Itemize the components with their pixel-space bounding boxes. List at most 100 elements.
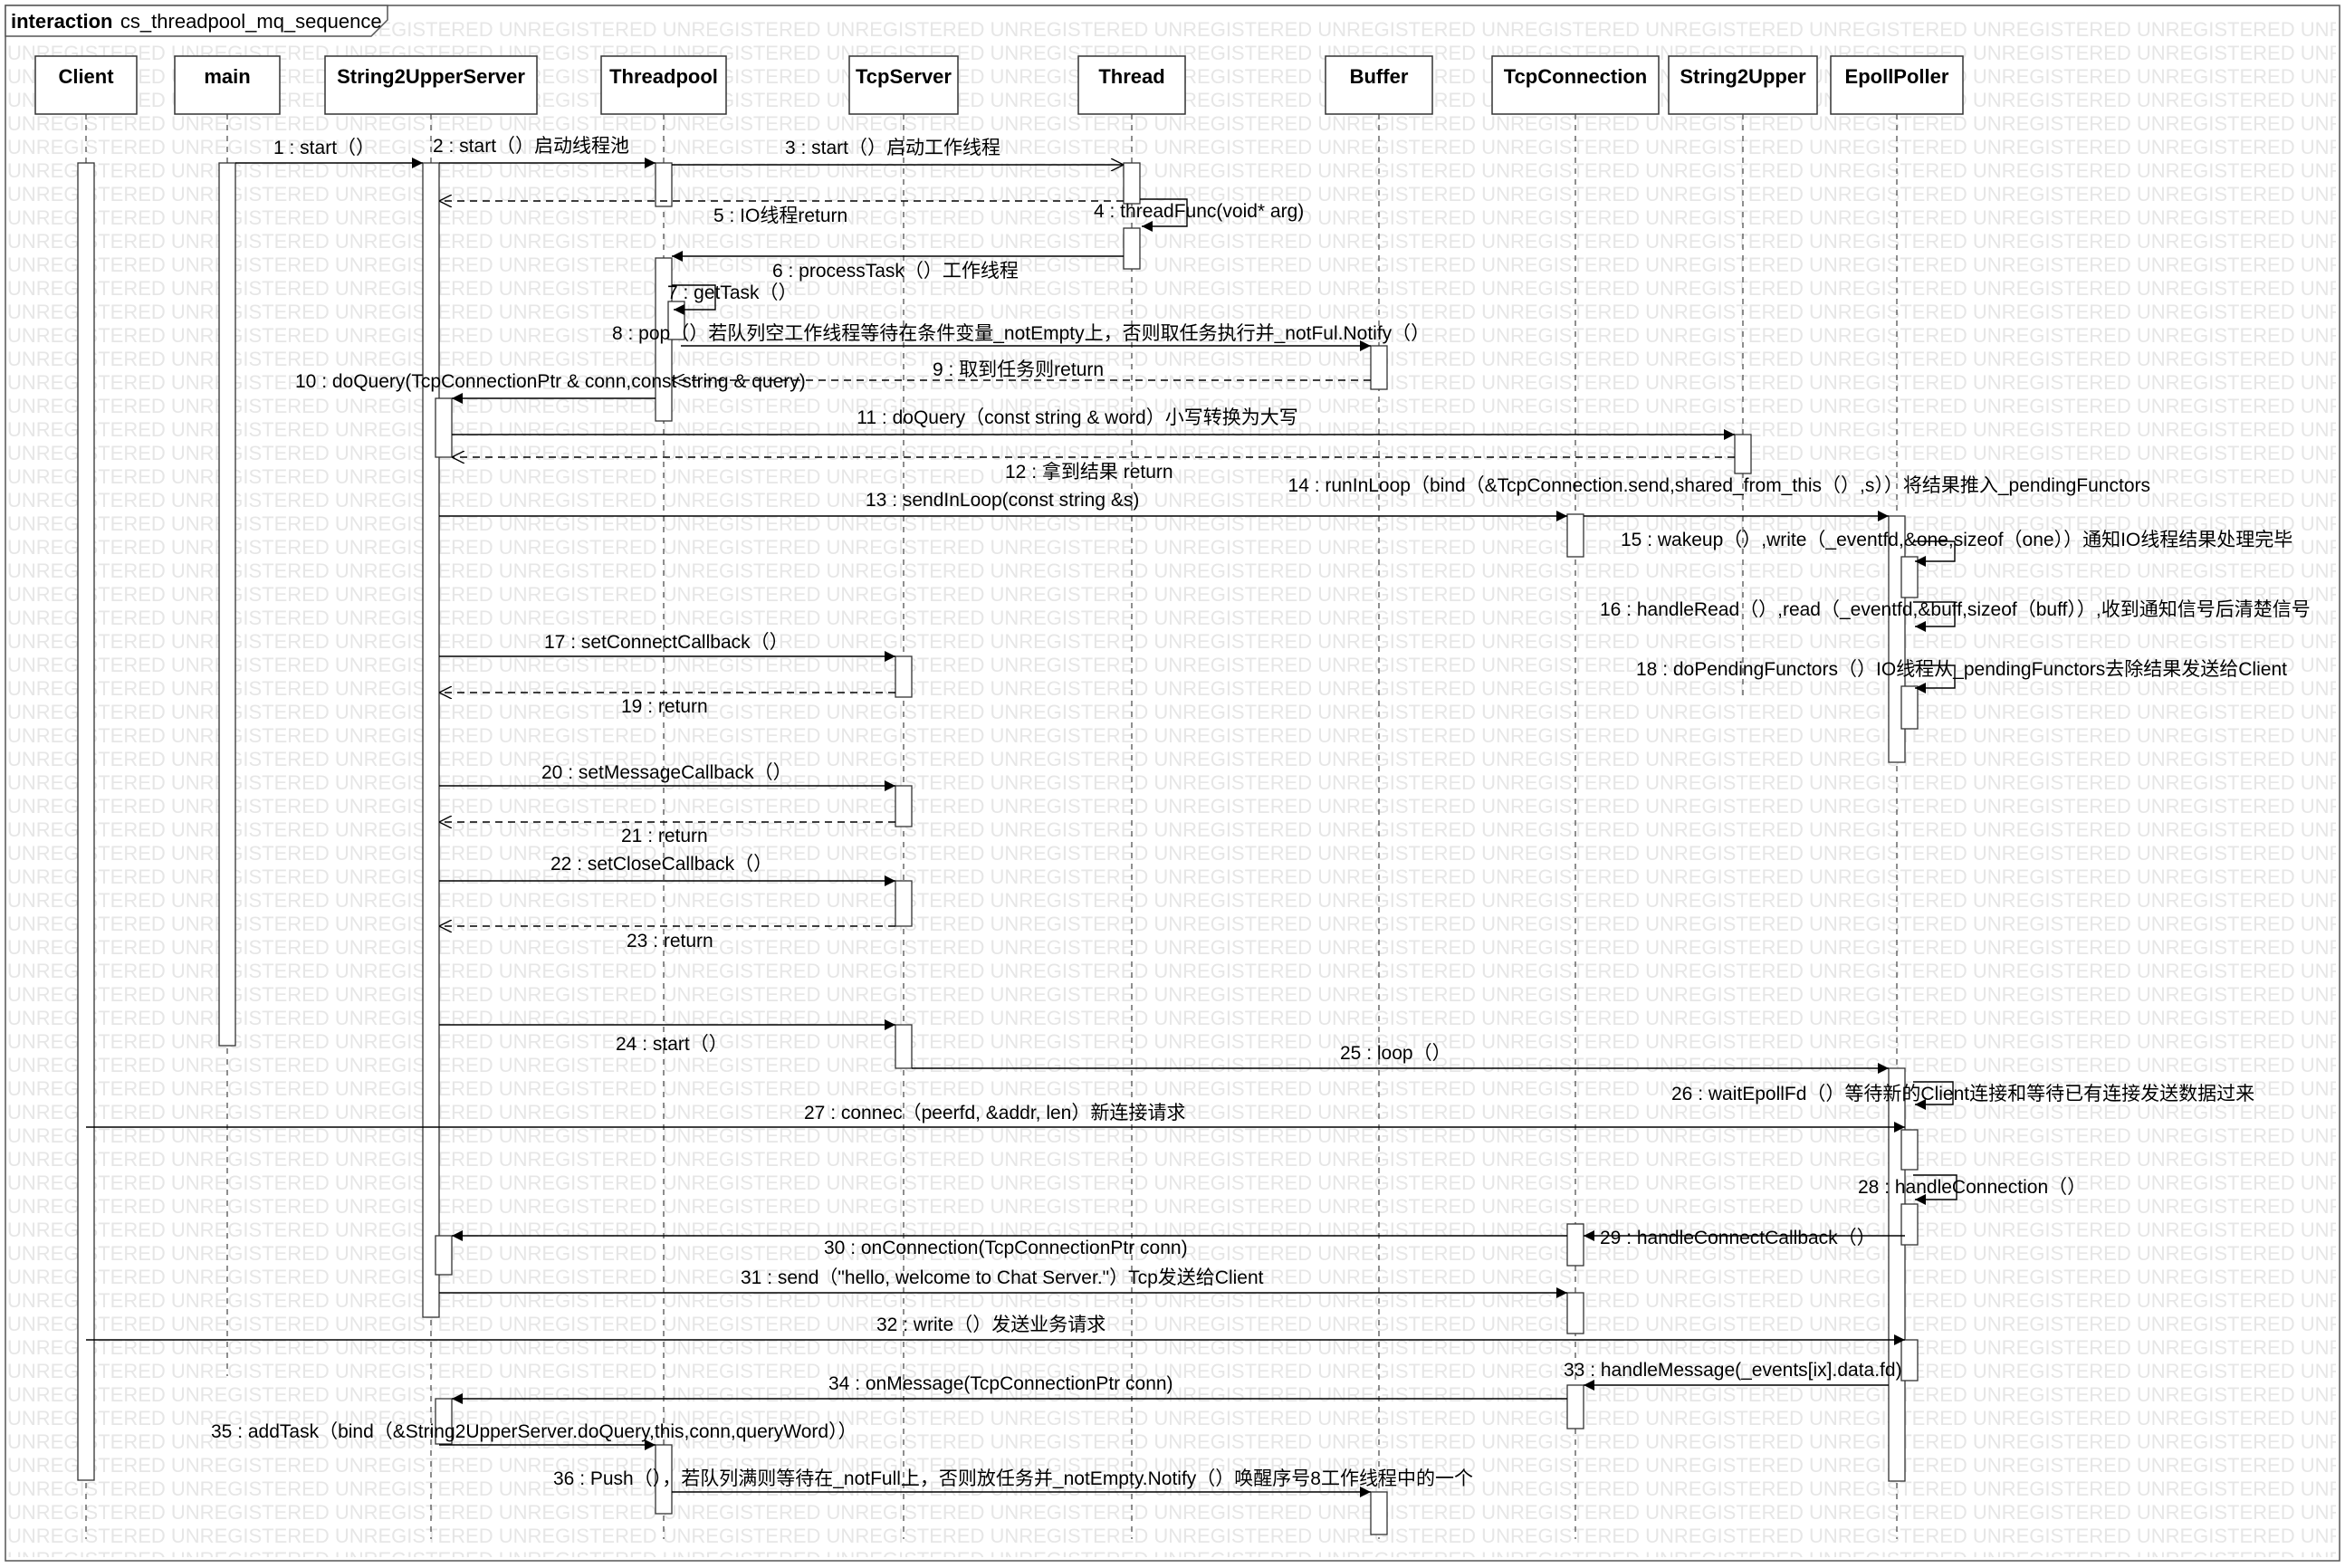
message-18[interactable]: 18 : doPendingFunctors（）IO线程从_pendingFun… [1636, 659, 2287, 693]
self-message-arrow[interactable] [1913, 664, 1956, 693]
activation-bar [655, 1444, 673, 1515]
lifeline-head[interactable] [848, 55, 959, 115]
lifeline-label: TcpServer [856, 65, 952, 88]
lifeline-epollpoller[interactable]: EpollPoller [1830, 55, 1964, 1539]
activation-bar [1900, 1203, 1919, 1246]
message-label: 29 : handleConnectCallback（） [1600, 1228, 1876, 1248]
lifeline-threadpool[interactable]: Threadpool [600, 55, 727, 1539]
message-1[interactable]: 1 : start（） [235, 138, 423, 168]
self-message-arrow[interactable] [1140, 198, 1188, 232]
message-label: 13 : sendInLoop(const string &s) [866, 490, 1139, 511]
message-14[interactable]: 14 : runInLoop（bind（&TcpConnection.send,… [1288, 475, 2150, 521]
message-label: 27 : connec（peerfd, &addr, len）新连接请求 [804, 1103, 1185, 1123]
lifeline-tcpserver[interactable]: TcpServer [848, 55, 959, 1539]
message-8[interactable]: 8 : pop（）若队列空工作线程等待在条件变量_notEmpty上，否则取任务… [612, 323, 1430, 351]
self-message-arrow[interactable] [1913, 1081, 1954, 1110]
message-label: 35 : addTask（bind（&String2UpperServer.do… [211, 1421, 857, 1442]
activation-bar [1566, 513, 1584, 558]
self-message-arrow[interactable] [672, 284, 716, 315]
activation-bar [1123, 227, 1141, 270]
activation-bar [77, 162, 95, 1481]
message-22[interactable]: 22 : setCloseCallback（） [439, 854, 895, 886]
lifeline-label: String2Upper [1680, 65, 1806, 88]
message-19[interactable]: 19 : return [439, 693, 895, 717]
lifeline-head[interactable] [324, 55, 538, 115]
lifeline-head[interactable] [1830, 55, 1964, 115]
message-label: 32 : write（）发送业务请求 [876, 1315, 1106, 1335]
message-label: 23 : return [627, 931, 713, 951]
message-10[interactable]: 10 : doQuery(TcpConnectionPtr & conn,con… [295, 371, 806, 404]
frame-title: interaction cs_threadpool_mq_sequence [11, 10, 382, 33]
message-5[interactable]: 5 : IO线程return [439, 201, 1124, 226]
activations-layer [77, 162, 1919, 1535]
lifeline-label: Threadpool [609, 65, 718, 88]
message-label: 25 : loop（） [1340, 1043, 1451, 1064]
message-25[interactable]: 25 : loop（） [912, 1043, 1889, 1074]
activation-bar [1566, 1223, 1584, 1267]
activation-bar [435, 1398, 453, 1445]
message-3[interactable]: 3 : start（）启动工作线程 [672, 138, 1124, 165]
lifeline-string2upperserver[interactable]: String2UpperServer [324, 55, 538, 1539]
lifeline-head[interactable] [600, 55, 727, 115]
message-7[interactable]: 7 : getTask（） [667, 282, 798, 315]
message-label: 12 : 拿到结果 return [1005, 461, 1173, 483]
lifeline-label: Client [58, 65, 114, 88]
activation-bar [1370, 1491, 1388, 1535]
message-6[interactable]: 6 : processTask（）工作线程 [672, 251, 1124, 282]
message-21[interactable]: 21 : return [439, 822, 895, 846]
message-12[interactable]: 12 : 拿到结果 return [452, 457, 1735, 483]
lifeline-head[interactable] [1077, 55, 1186, 115]
message-label: 10 : doQuery(TcpConnectionPtr & conn,con… [295, 371, 806, 392]
message-label: 1 : start（） [273, 138, 375, 158]
activation-bar [1566, 1384, 1584, 1429]
message-16[interactable]: 16 : handleRead（）,read（_eventfd,&buff,si… [1600, 599, 2311, 632]
message-11[interactable]: 11 : doQuery（const string & word）小写转换为大写 [452, 407, 1735, 440]
message-17[interactable]: 17 : setConnectCallback（） [439, 632, 895, 662]
message-4[interactable]: 4 : threadFunc(void* arg) [1094, 198, 1304, 232]
message-28[interactable]: 28 : handleConnection（） [1858, 1174, 2086, 1205]
message-label: 20 : setMessageCallback（） [541, 762, 792, 783]
message-26[interactable]: 26 : waitEpollFd（）等待新的Client连接和等待已有连接发送数… [1671, 1081, 2254, 1110]
self-message-arrow[interactable] [1913, 601, 1956, 632]
message-20[interactable]: 20 : setMessageCallback（） [439, 762, 895, 791]
lifeline-label: main [204, 65, 250, 88]
lifeline-head[interactable] [174, 55, 281, 115]
message-35[interactable]: 35 : addTask（bind（&String2UpperServer.do… [211, 1421, 857, 1450]
message-2[interactable]: 2 : start（）启动线程池 [433, 136, 656, 168]
message-34[interactable]: 34 : onMessage(TcpConnectionPtr conn) [452, 1373, 1567, 1404]
message-label: 2 : start（）启动线程池 [433, 136, 629, 157]
message-23[interactable]: 23 : return [439, 926, 895, 951]
message-label: 17 : setConnectCallback（） [544, 632, 789, 653]
activation-bar [1123, 162, 1141, 205]
lifeline-thread[interactable]: Thread [1077, 55, 1186, 1539]
message-29[interactable]: 29 : handleConnectCallback（） [1584, 1228, 1905, 1248]
message-24[interactable]: 24 : start（） [439, 1019, 895, 1055]
message-label: 33 : handleMessage(_events[ix].data.fd) [1564, 1360, 1902, 1381]
activation-bar [218, 162, 236, 1047]
message-33[interactable]: 33 : handleMessage(_events[ix].data.fd) [1564, 1360, 1902, 1391]
message-32[interactable]: 32 : write（）发送业务请求 [86, 1315, 1905, 1345]
self-message-arrow[interactable] [1913, 1174, 1957, 1205]
message-label: 6 : processTask（）工作线程 [772, 261, 1019, 282]
message-label: 31 : send（"hello, welcome to Chat Server… [741, 1267, 1264, 1288]
activation-bar [1900, 1129, 1919, 1171]
message-36[interactable]: 36 : Push（），若队列满则等待在_notFull上，否则放任务并_not… [553, 1468, 1473, 1497]
self-message-arrow[interactable] [1913, 540, 1956, 567]
message-13[interactable]: 13 : sendInLoop(const string &s) [439, 490, 1567, 521]
lifeline-head[interactable] [34, 55, 138, 115]
message-30[interactable]: 30 : onConnection(TcpConnectionPtr conn) [452, 1230, 1567, 1258]
lifeline-head[interactable] [1325, 55, 1433, 115]
message-27[interactable]: 27 : connec（peerfd, &addr, len）新连接请求 [86, 1103, 1905, 1133]
lifeline-label: EpollPoller [1845, 65, 1949, 88]
activation-bar [1566, 1292, 1584, 1334]
activation-bar [1900, 685, 1919, 730]
message-9[interactable]: 9 : 取到任务则return [672, 359, 1371, 380]
message-31[interactable]: 31 : send（"hello, welcome to Chat Server… [439, 1267, 1567, 1298]
lifeline-buffer[interactable]: Buffer [1325, 55, 1433, 1539]
lifeline-head[interactable] [1668, 55, 1818, 115]
message-15[interactable]: 15 : wakeup（）,write（_eventfd,&one,sizeof… [1621, 530, 2292, 567]
activation-bar [435, 1235, 453, 1276]
lifeline-string2upper[interactable]: String2Upper [1668, 55, 1818, 697]
message-label: 5 : IO线程return [713, 206, 847, 226]
message-label: 15 : wakeup（）,write（_eventfd,&one,sizeof… [1621, 530, 2292, 550]
